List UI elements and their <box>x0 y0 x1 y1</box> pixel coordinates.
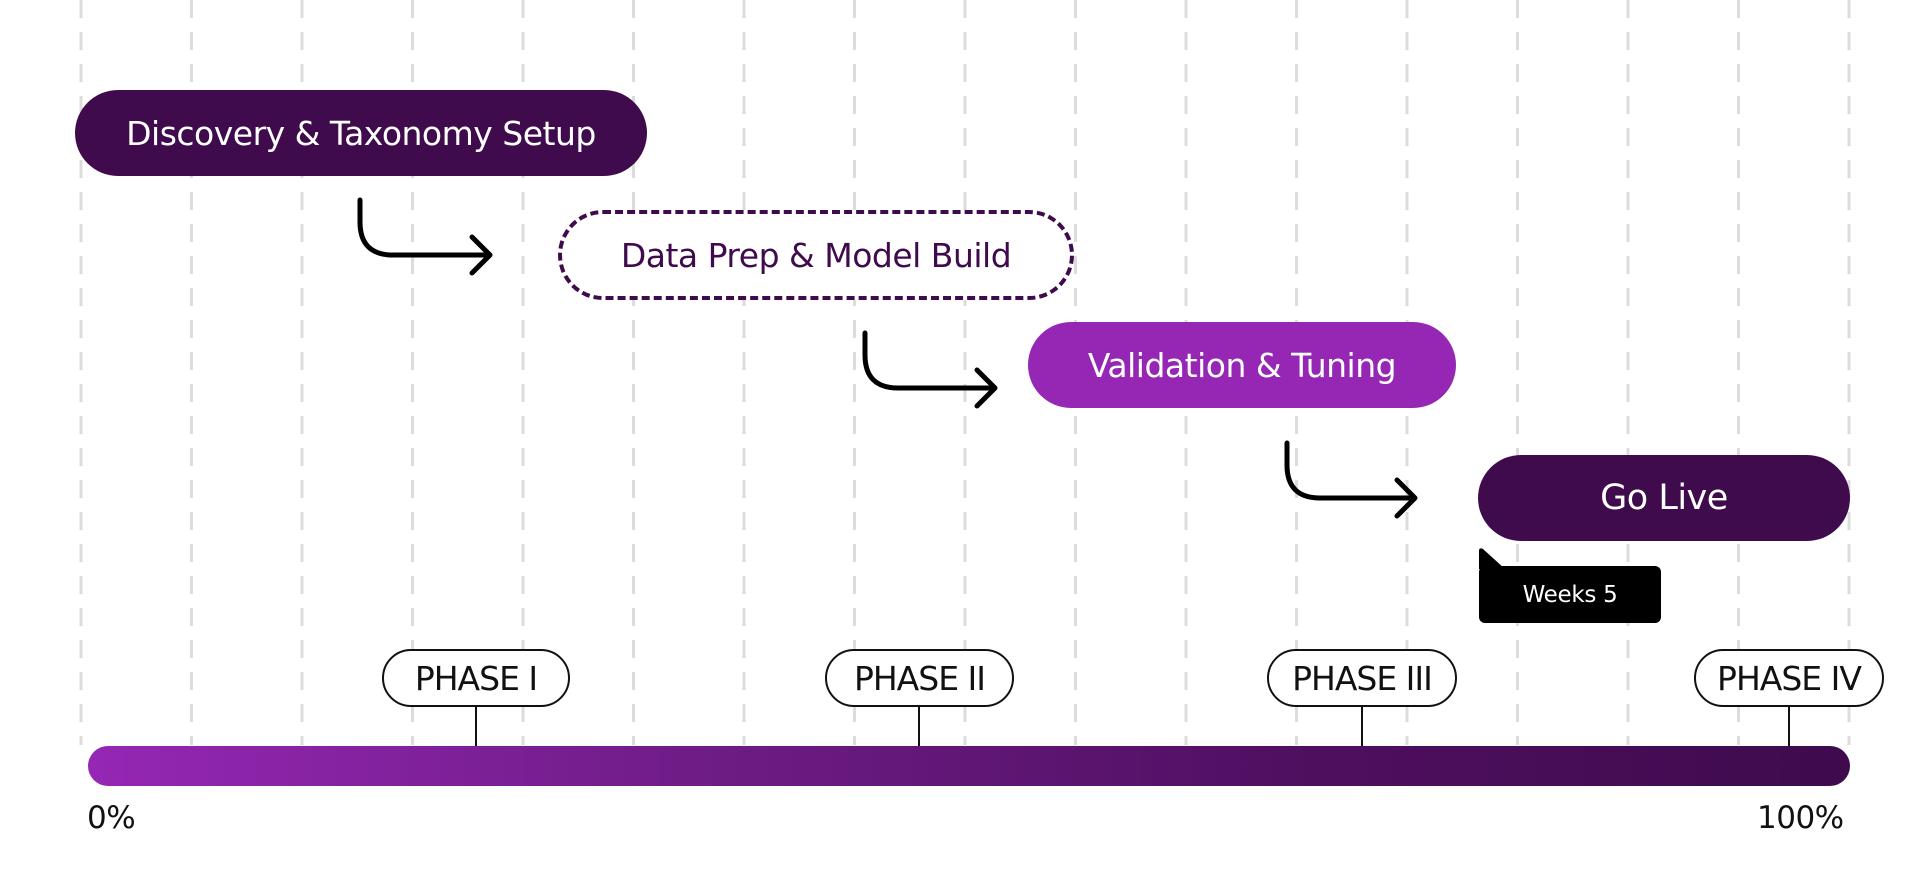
scale-start-label: 0% <box>87 800 136 836</box>
phase-label-3: PHASE III <box>1267 649 1457 707</box>
progress-track <box>88 746 1850 786</box>
stage-data-prep-model-build[interactable]: Data Prep & Model Build <box>558 210 1074 300</box>
phase-tick-2 <box>918 706 920 746</box>
tooltip-pointer-icon <box>1479 548 1505 569</box>
stage-go-live[interactable]: Go Live <box>1478 455 1850 541</box>
phase-tick-4 <box>1788 706 1790 746</box>
phase-label-1: PHASE I <box>382 649 570 707</box>
phase-label-4: PHASE IV <box>1694 649 1884 707</box>
stage-validation-tuning[interactable]: Validation & Tuning <box>1028 322 1456 408</box>
curved-arrow-icon <box>862 330 998 409</box>
phase-tick-1 <box>475 706 477 746</box>
phase-tick-3 <box>1361 706 1363 746</box>
stage-discovery-taxonomy-setup[interactable]: Discovery & Taxonomy Setup <box>75 90 647 176</box>
duration-tooltip: Weeks 5 <box>1479 566 1661 623</box>
curved-arrow-icon <box>1284 440 1418 519</box>
phase-label-2: PHASE II <box>825 649 1014 707</box>
scale-end-label: 100% <box>1757 800 1844 836</box>
curved-arrow-icon <box>357 197 493 276</box>
